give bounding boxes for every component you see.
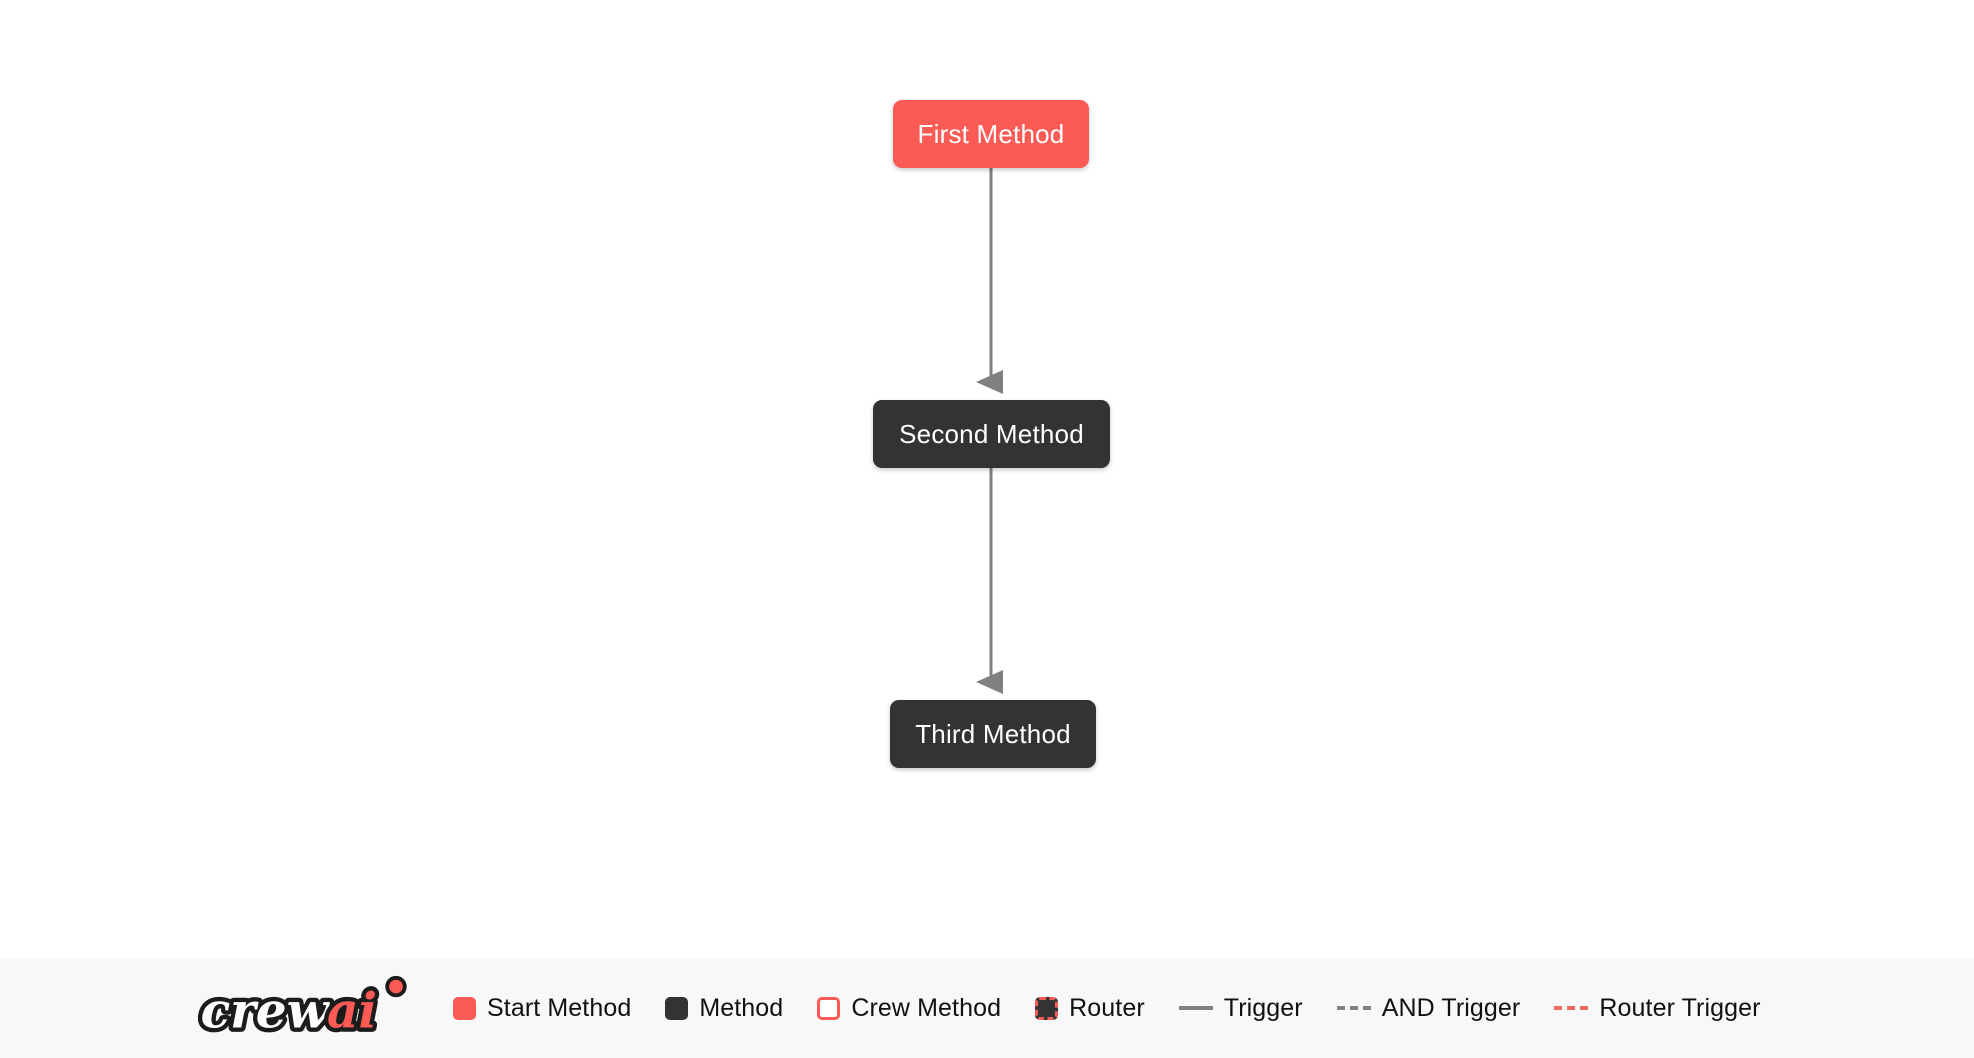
legend-item-router-trigger: Router Trigger [1554,994,1760,1023]
legend-label: Method [699,993,784,1022]
crewai-logo: crew crew ai ai [196,975,407,1043]
flow-canvas[interactable]: First Method Second Method Third Method [0,0,1974,958]
svg-text:crew: crew [201,982,331,1039]
start-method-swatch-icon [453,996,476,1020]
svg-text:ai: ai [327,982,377,1039]
flow-node-label: Third Method [915,718,1071,749]
trigger-line-icon [1178,1006,1213,1010]
legend-item-and-trigger: AND Trigger [1336,993,1521,1023]
legend-label: Router [1069,993,1145,1022]
and-trigger-line-icon [1336,1006,1371,1010]
svg-text:ai: ai [327,982,377,1039]
method-swatch-icon [665,996,689,1020]
flow-node-label: Second Method [899,418,1084,449]
router-swatch-icon [1035,996,1059,1020]
svg-text:crew: crew [201,982,331,1039]
legend-bar: crew crew ai ai Start Method Method Crew… [0,958,1974,1058]
flow-node-first-method[interactable]: First Method [893,100,1089,168]
flow-node-third-method[interactable]: Third Method [890,700,1096,768]
legend-item-crew-method: Crew Method [817,994,1001,1023]
crew-method-swatch-icon [817,996,841,1020]
legend-item-router: Router [1035,994,1145,1023]
legend-item-start-method: Start Method [453,994,631,1023]
router-trigger-line-icon [1554,1006,1589,1010]
legend-label: Start Method [487,993,632,1022]
legend-item-trigger: Trigger [1178,993,1303,1023]
legend-item-method: Method [665,994,783,1023]
legend-label: Crew Method [851,993,1002,1022]
legend-label: Router Trigger [1599,993,1761,1022]
flow-node-label: First Method [917,118,1065,149]
legend-label: Trigger [1223,993,1303,1022]
legend-label: AND Trigger [1381,993,1521,1022]
flow-node-second-method[interactable]: Second Method [873,400,1110,468]
